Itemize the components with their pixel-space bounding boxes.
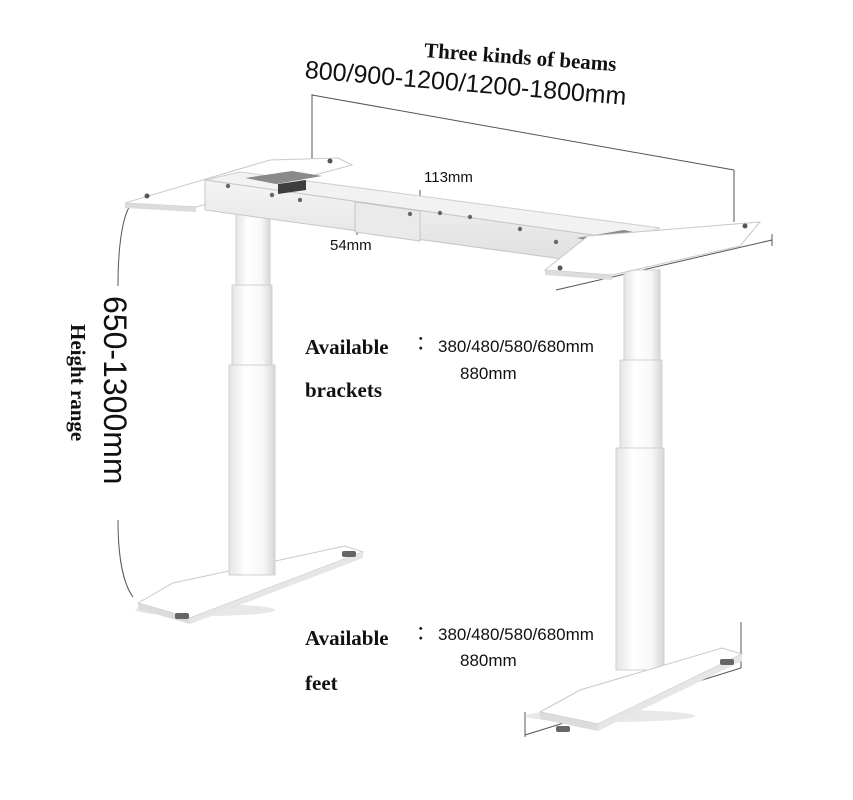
right-bracket: [543, 221, 762, 280]
feet-label-second-line: feet: [305, 671, 338, 695]
height-guide: [117, 205, 134, 598]
brackets-sizes-second-line: 880mm: [460, 364, 517, 383]
feet-sizes: 380/480/580/680mm: [438, 625, 594, 644]
brackets-colon: ：: [416, 333, 436, 354]
right-column: [615, 269, 665, 671]
brackets-sizes: 380/480/580/680mm: [438, 337, 594, 356]
right-foot: [525, 647, 744, 732]
feet-label: Available: [305, 626, 389, 650]
height-range-value: 650-1300mm: [97, 296, 133, 485]
left-column: [228, 194, 276, 576]
beam-length-guide: [311, 94, 735, 222]
beam-width-dimension: 113mm: [424, 169, 473, 186]
beam-height-dimension: 54mm: [330, 237, 372, 254]
bracket-length-guide: [555, 234, 773, 291]
mounting-plate-left: [245, 171, 322, 194]
brackets-label: Available: [305, 335, 389, 359]
crossbeam: [204, 171, 661, 269]
height-range-label: Height range: [66, 324, 90, 442]
feet-sizes-second-line: 880mm: [460, 651, 517, 670]
left-foot: [135, 545, 365, 624]
feet-colon: ：: [416, 623, 436, 644]
brackets-label-second-line: brackets: [305, 378, 382, 402]
